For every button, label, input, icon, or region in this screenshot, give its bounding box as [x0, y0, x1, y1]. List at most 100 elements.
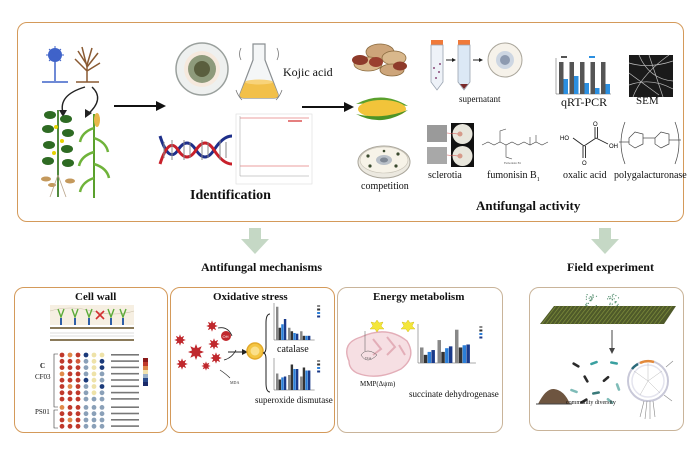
heatmap-cell: [75, 371, 81, 377]
hydroxyl-label: OH: [223, 334, 229, 339]
curve-arrow: [217, 327, 233, 337]
legend-swatch: [479, 333, 483, 335]
spray-particle: [589, 296, 591, 298]
field-row: [589, 305, 605, 325]
heatmap-cell: [99, 377, 105, 383]
heatmap-cell: [75, 352, 81, 358]
field-row: [573, 305, 589, 325]
field-row: [637, 305, 653, 325]
heatmap-cell: [83, 417, 89, 423]
sod-bar: [293, 369, 296, 390]
sdh-bar: [437, 340, 441, 363]
heatmap-cell: [67, 390, 73, 396]
field-row: [641, 305, 657, 325]
heatmap-cell: [83, 377, 89, 383]
ros-particle: [210, 352, 222, 364]
spray-particle: [588, 297, 590, 299]
sod-bar: [302, 367, 306, 390]
oxalic-oh: OH: [609, 144, 618, 150]
heatmap-cell: [99, 405, 105, 410]
fumonisin-text: fumonisin B: [487, 170, 537, 181]
spray-particle: [591, 297, 593, 299]
heatmap-cell: [83, 396, 89, 402]
heatmap-cell: [99, 352, 105, 358]
heatmap-cell: [99, 423, 105, 429]
heatmap-cell: [83, 390, 89, 396]
top-panel: [17, 22, 684, 222]
sdh-bar: [445, 348, 449, 363]
spray-particle: [610, 297, 612, 299]
arrow-to-cell: [228, 349, 248, 355]
heatmap-colorbar-segment: [143, 378, 148, 382]
heatmap-cell: [99, 417, 105, 423]
spray-particle: [611, 298, 613, 300]
sdh-bar: [462, 345, 467, 363]
field-row: [593, 305, 609, 325]
curve-arrow: [223, 349, 237, 361]
heatmap-cell: [99, 390, 105, 396]
heatmap-cell: [91, 423, 97, 429]
svg-text:Fumonisin B1: Fumonisin B1: [504, 161, 522, 165]
catalase-bar: [293, 333, 296, 340]
fungus-conidiophore-icon: [42, 46, 68, 83]
microbe: [572, 362, 580, 368]
field-row: [633, 305, 649, 325]
sdh-bar: [441, 351, 445, 363]
heatmap-cell: [59, 417, 65, 423]
sod-bar: [307, 370, 311, 390]
heatmap-cell: [83, 384, 89, 389]
cell-wall-heatmap: [53, 352, 148, 429]
sdh-bar: [420, 347, 424, 363]
fumonisin-label: fumonisin B1: [487, 170, 540, 183]
qpcr-bar-treated: [605, 84, 610, 94]
microbe: [615, 383, 621, 391]
polygalacturonase-structure: [619, 121, 681, 165]
heatmap-cell: [59, 358, 65, 364]
spray-particle: [614, 302, 616, 304]
heatmap-cell: [99, 411, 105, 417]
field-row: [605, 305, 621, 325]
ros-particle: [208, 338, 220, 350]
heatmap-gene-label: [111, 379, 139, 381]
field-row: [561, 305, 577, 325]
heatmap-cell: [83, 352, 89, 358]
fungal-cell-icon: [246, 342, 264, 360]
heatmap-cell: [59, 365, 65, 370]
legend-swatch: [317, 360, 321, 362]
sdh-bar: [466, 344, 470, 363]
heatmap-gene-label: [111, 406, 139, 408]
catalase-bar: [278, 327, 282, 340]
spray-particle: [613, 293, 615, 295]
spray-particle: [585, 304, 587, 306]
mitochondrion-icon: TCA: [346, 331, 412, 377]
heatmap-cell: [59, 371, 65, 377]
infection-arrows: [59, 86, 99, 118]
catalase-bar: [290, 331, 294, 340]
spray-particle: [613, 298, 615, 300]
qpcr-bar-control: [580, 62, 585, 94]
field-row: [609, 305, 625, 325]
catalase-bar: [281, 324, 284, 340]
heatmap-cell: [99, 365, 105, 370]
sdh-bar: [454, 329, 459, 363]
oxalic-acid-structure: HO OH O O: [560, 122, 618, 167]
spray-particle: [586, 302, 588, 304]
qpcr-bar-control: [569, 62, 574, 94]
field-row: [541, 305, 557, 325]
heatmap-gene-label: [111, 412, 139, 415]
heatmap-gene-label: [111, 385, 139, 388]
heatmap-gene-label: [111, 419, 139, 421]
sdh-bar: [423, 354, 428, 363]
corn-icon: [356, 97, 408, 121]
qrt-pcr-label: qRT-PCR: [561, 95, 608, 109]
field-row: [569, 305, 585, 325]
ros-particle: [206, 320, 218, 332]
oxidative-stress-panel: [170, 287, 335, 433]
heatmap-cell: [91, 390, 97, 396]
spray-particle: [592, 295, 594, 297]
heatmap-bracket-ps01: [53, 409, 58, 429]
heatmap-cell: [83, 365, 89, 370]
catalase-bar: [300, 331, 303, 340]
identification-title: Identification: [190, 188, 271, 203]
